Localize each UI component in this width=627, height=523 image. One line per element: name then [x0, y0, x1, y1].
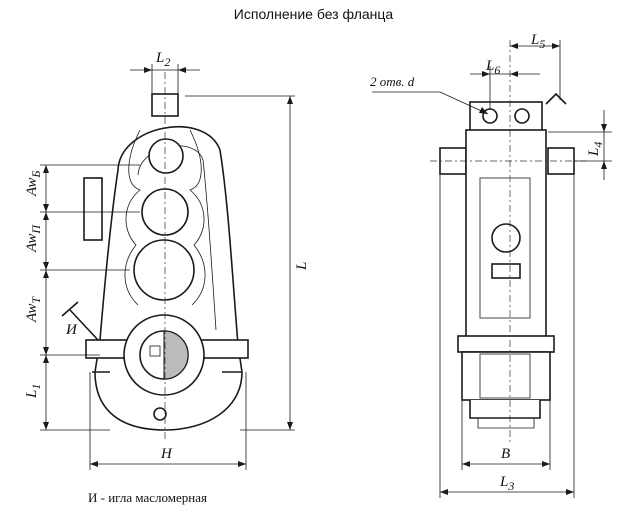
side-cover — [83, 177, 103, 241]
side-top-cap — [469, 101, 543, 133]
dim-label-l6: L6 — [485, 58, 500, 77]
dim-label-l1: L1 — [24, 384, 43, 399]
dipstick — [69, 309, 99, 341]
gear-circle-3 — [133, 239, 195, 301]
side-flange — [457, 335, 555, 353]
front-view — [40, 64, 295, 470]
dim-label-l4: L4 — [586, 142, 605, 157]
side-view — [372, 40, 612, 498]
dim-label-l2: L2 — [155, 50, 170, 69]
legend-note: И - игла масломерная — [88, 490, 207, 505]
dipstick-label: И — [65, 322, 78, 338]
drawing-title: Исполнение без фланца — [233, 6, 394, 22]
side-output — [469, 400, 541, 419]
holes-label: 2 отв. d — [370, 74, 415, 89]
mount-hole-2 — [514, 108, 530, 124]
drain-plug — [153, 407, 167, 421]
dim-label-aw-t: AwТ — [24, 296, 43, 323]
gear-circle-1 — [148, 138, 184, 174]
side-window — [491, 263, 521, 279]
dim-label-aw-b: AwБ — [24, 171, 43, 197]
dim-label-l3: L3 — [499, 474, 514, 493]
side-gear-circle — [491, 223, 521, 253]
side-lower-body — [461, 351, 551, 401]
dim-label-b: B — [501, 446, 510, 462]
dim-label-l: L — [294, 262, 310, 271]
dim-label-l5: L5 — [530, 32, 545, 51]
dim-label-h: H — [160, 446, 173, 462]
dim-label-aw-p: AwП — [24, 224, 43, 253]
